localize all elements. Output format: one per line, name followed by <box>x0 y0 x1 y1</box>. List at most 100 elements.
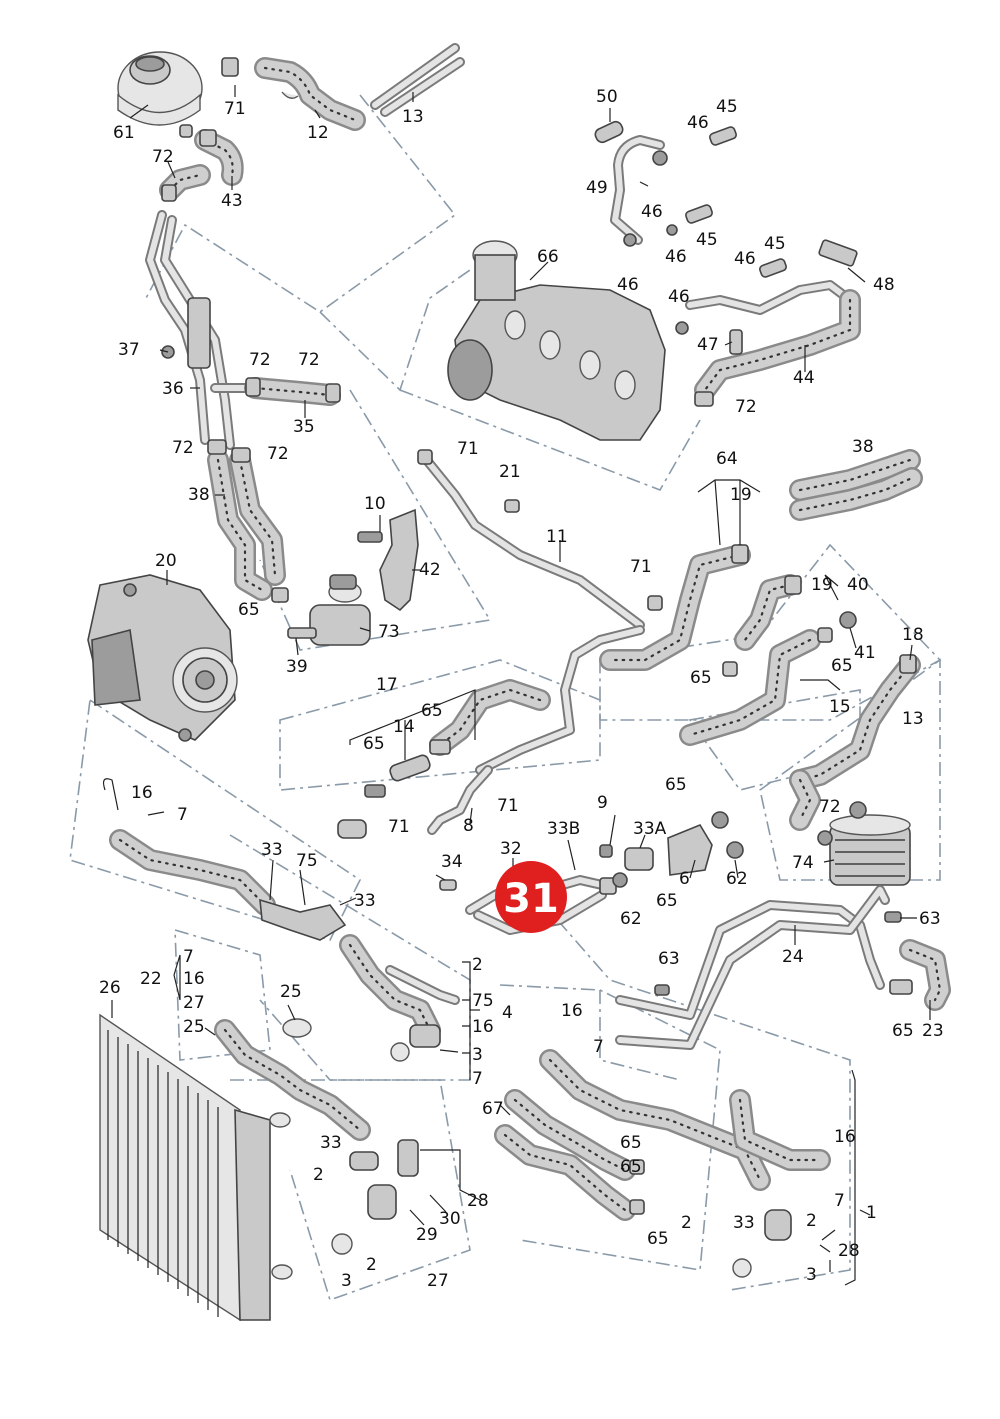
callout-71: 71 <box>630 557 652 577</box>
callout-66: 66 <box>537 247 559 267</box>
callout-10: 11 <box>546 527 568 547</box>
callout-8: 7 <box>183 947 194 967</box>
hose-6-assembly <box>102 778 460 1062</box>
callout-21: 19 <box>811 575 833 595</box>
callout-1: 1 <box>866 1203 877 1223</box>
callout-8: 7 <box>593 1037 604 1057</box>
callout-29: 29 <box>416 1225 438 1245</box>
callout-9: 8 <box>463 816 474 836</box>
turbo-manifold-66 <box>447 240 666 441</box>
oil-lines <box>594 120 861 407</box>
hose-2-assembly <box>494 1049 831 1278</box>
callout-32: 32 <box>500 839 522 859</box>
callout-18: 41 <box>854 643 876 663</box>
callout-4: 3 <box>341 1271 352 1291</box>
callout-63: 74 <box>792 853 814 873</box>
callout-2: 4 <box>502 1003 513 1023</box>
callout-73: 65 <box>238 600 260 620</box>
callout-73: 65 <box>656 891 678 911</box>
callout-4: 3 <box>806 1265 817 1285</box>
callout-72: 72 <box>249 350 271 370</box>
callout-34: 33A <box>633 819 667 839</box>
callout-26: 27 <box>427 1271 449 1291</box>
callout-21: 19 <box>730 485 752 505</box>
callout-11: 21 <box>499 462 521 482</box>
callout-7: 16 <box>561 1001 583 1021</box>
callout-60: 26 <box>99 978 121 998</box>
callout-27: 25 <box>280 982 302 1002</box>
callout-37: 37 <box>118 340 140 360</box>
callout-14: 17 <box>376 675 398 695</box>
callout-72: 72 <box>152 147 174 167</box>
callout-64: 38 <box>852 437 874 457</box>
callout-75: 33 <box>354 891 376 911</box>
callout-8: 7 <box>177 805 188 825</box>
callout-48: 48 <box>873 275 895 295</box>
callout-38: 38 <box>188 485 210 505</box>
leader-lines <box>111 85 931 1286</box>
callout-62: 6 <box>679 869 690 889</box>
highlight-badge[interactable] <box>495 861 567 933</box>
callout-15: 14 <box>393 717 415 737</box>
callout-22: 23 <box>922 1021 944 1041</box>
bracket-40 <box>357 508 419 612</box>
callout-35: 35 <box>293 417 315 437</box>
callout-7: 16 <box>472 1017 494 1037</box>
callout-75: 33 <box>733 1213 755 1233</box>
callout-73: 65 <box>421 701 443 721</box>
callout-73: 65 <box>620 1133 642 1153</box>
hose-26-assembly <box>214 1018 419 1255</box>
callout-6: 75 <box>296 851 318 871</box>
callout-30: 30 <box>439 1209 461 1229</box>
hose-14-assembly <box>337 679 551 839</box>
callout-73: 65 <box>647 1229 669 1249</box>
callout-5: 2 <box>806 1211 817 1231</box>
thermostat-62 <box>599 811 744 888</box>
callout-40: 42 <box>419 560 441 580</box>
callout-43: 43 <box>221 191 243 211</box>
callout-12: 12 <box>307 123 329 143</box>
callout-46: 46 <box>617 275 639 295</box>
callout-5: 2 <box>313 1165 324 1185</box>
callout-73: 65 <box>690 668 712 688</box>
callout-25: 22 <box>140 969 162 989</box>
callout-45: 45 <box>696 230 718 250</box>
callout-8: 7 <box>834 1191 845 1211</box>
callout-7: 16 <box>131 783 153 803</box>
callout-23: 24 <box>782 947 804 967</box>
callout-46: 46 <box>687 113 709 133</box>
callout-41: 39 <box>286 657 308 677</box>
top-hoses <box>159 57 366 201</box>
callout-45: 45 <box>716 97 738 117</box>
callout-71: 71 <box>388 817 410 837</box>
water-pump-65 <box>87 574 238 742</box>
callout-17: 18 <box>902 625 924 645</box>
oil-cooler-63 <box>817 801 911 886</box>
callout-71: 71 <box>224 99 246 119</box>
callout-61: 61 <box>113 123 135 143</box>
callout-73: 65 <box>363 734 385 754</box>
callout-19: 64 <box>716 449 738 469</box>
callout-72: 72 <box>298 350 320 370</box>
callout-74: 62 <box>726 869 748 889</box>
callout-3: 28 <box>838 1241 860 1261</box>
callout-73: 65 <box>665 775 687 795</box>
callout-28: 28 <box>467 1191 489 1211</box>
hose-38 <box>207 439 289 603</box>
callout-75: 33 <box>261 840 283 860</box>
callout-72: 72 <box>172 438 194 458</box>
callout-72: 72 <box>735 397 757 417</box>
callout-45: 45 <box>764 234 786 254</box>
callout-46: 46 <box>665 247 687 267</box>
callout-39: 73 <box>378 622 400 642</box>
callout-16: 15 <box>829 697 851 717</box>
callout-72: 72 <box>819 797 841 817</box>
callout-49: 49 <box>586 178 608 198</box>
callout-24: 63 <box>919 909 941 929</box>
callout-46: 46 <box>734 249 756 269</box>
hose-64 <box>789 449 923 521</box>
callout-46: 46 <box>668 287 690 307</box>
hose-35 <box>244 377 341 406</box>
highlight-part-31[interactable]: 31 <box>495 861 567 933</box>
